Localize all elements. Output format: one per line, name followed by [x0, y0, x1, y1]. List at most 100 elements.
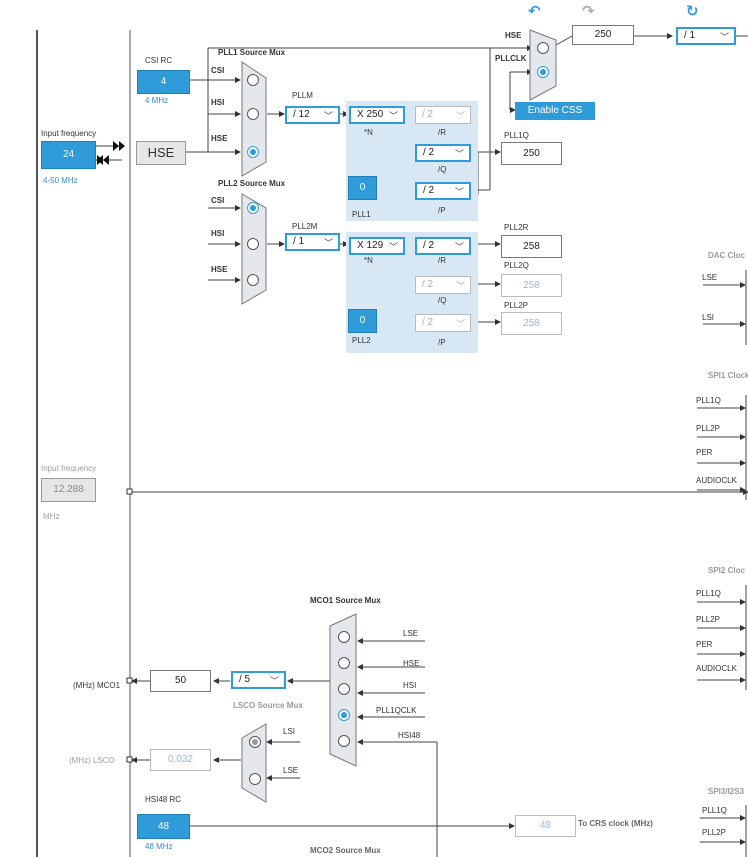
- pll2-r-value: / 2: [423, 240, 435, 251]
- undo-icon[interactable]: ↶: [528, 3, 541, 20]
- pll2-p-dropdown[interactable]: / 2﹀: [415, 314, 471, 332]
- spi1-item-pll1q: PLL1Q: [696, 396, 721, 405]
- pll2-r-label: /R: [438, 256, 446, 265]
- pll1-source-mux-title: PLL1 Source Mux: [218, 48, 286, 57]
- pllm-dropdown[interactable]: / 12 ﹀: [285, 106, 340, 124]
- pll2p-output-label: PLL2P: [504, 301, 529, 310]
- pll1q-output-label: PLL1Q: [504, 131, 529, 140]
- sysclk-divider-dropdown[interactable]: / 1 ﹀: [676, 27, 736, 45]
- spi2-item-audioclk: AUDIOCLK: [696, 664, 737, 673]
- hse-source-box[interactable]: HSE: [136, 141, 186, 165]
- lsco-output-value[interactable]: 0.032: [150, 749, 211, 771]
- pll1-mux-hse-label: HSE: [211, 134, 228, 143]
- pll2m-dropdown[interactable]: / 1﹀: [285, 233, 340, 251]
- pll2-q-dropdown[interactable]: / 2﹀: [415, 276, 471, 294]
- chevron-down-icon: ﹀: [454, 242, 464, 252]
- pll1-mux-csi-label: CSI: [211, 66, 225, 75]
- redo-icon[interactable]: ↷: [582, 3, 595, 20]
- pll1q-output-value[interactable]: 250: [501, 142, 562, 165]
- mco1-mux-hsi-label: HSI: [403, 681, 417, 690]
- chevron-down-icon: ﹀: [388, 242, 398, 252]
- pll1-p-dropdown[interactable]: / 2﹀: [415, 182, 471, 200]
- csi-rc-title: CSI RC: [145, 56, 173, 65]
- top-pllclk-label: PLLCLK: [495, 54, 527, 63]
- input-frequency-label: Input frequency: [41, 129, 97, 138]
- mco1-mux-pll1qclk-label: PLL1QCLK: [376, 706, 417, 715]
- pll1-q-value: / 2: [423, 147, 435, 158]
- spi2-item-pll2p: PLL2P: [696, 615, 721, 624]
- hsi48-rc-title: HSI48 RC: [145, 795, 182, 804]
- pllm-label: PLLM: [292, 91, 313, 100]
- csi-rc-value[interactable]: 4: [137, 70, 190, 94]
- dac-lsi-label: LSI: [702, 313, 715, 322]
- pll2q-output-label: PLL2Q: [504, 261, 529, 270]
- top-hse-label: HSE: [505, 31, 522, 40]
- dac-lse-label: LSE: [702, 273, 718, 282]
- lsco-source-mux-shape: [241, 723, 267, 803]
- crs-clock-value[interactable]: 48: [515, 815, 576, 837]
- chevron-down-icon: ﹀: [269, 676, 279, 686]
- sysclk-value[interactable]: 250: [572, 25, 634, 45]
- spi2-clock-title: SPI2 Cloc: [708, 566, 745, 575]
- chevron-down-icon: ﹀: [388, 111, 398, 121]
- input-frequency2-value[interactable]: 12.288: [41, 478, 96, 502]
- mco1-divider-dropdown[interactable]: / 5﹀: [231, 671, 286, 689]
- pll2-p-label: /P: [438, 338, 446, 347]
- input-frequency2-label: Input frequency: [41, 464, 97, 473]
- pll2-p-value: / 2: [422, 317, 434, 328]
- spi2-item-pll1q: PLL1Q: [696, 589, 721, 598]
- pll2p-output-value[interactable]: 258: [501, 312, 562, 335]
- spi1-clock-title: SPI1 Clock: [708, 371, 748, 380]
- mco1-output-label: (MHz) MCO1: [73, 681, 121, 690]
- pll2r-output-label: PLL2R: [504, 223, 529, 232]
- pll1-p-label: /P: [438, 206, 446, 215]
- mco1-mux-lse-label: LSE: [403, 629, 419, 638]
- pll2r-output-value[interactable]: 258: [501, 235, 562, 258]
- pll1-n-dropdown[interactable]: X 250﹀: [349, 106, 405, 124]
- pll2-name: PLL2: [352, 336, 371, 345]
- enable-css-button[interactable]: Enable CSS: [515, 102, 595, 120]
- pll2-q-label: /Q: [438, 296, 447, 305]
- lsco-mux-lse-label: LSE: [283, 766, 299, 775]
- lsco-source-mux-title: LSCO Source Mux: [233, 701, 303, 710]
- pll1-p-value: / 2: [423, 185, 435, 196]
- pll1-q-dropdown[interactable]: / 2 ﹀: [415, 144, 471, 162]
- crs-clock-label: To CRS clock (MHz): [578, 819, 653, 828]
- sysclk-divider-value: / 1: [684, 30, 696, 41]
- pll2q-output-value[interactable]: 258: [501, 274, 562, 297]
- pll2m-value: / 1: [293, 236, 305, 247]
- spi3-item-pll2p: PLL2P: [702, 828, 727, 837]
- pll2-source-mux-title: PLL2 Source Mux: [218, 179, 286, 188]
- input-frequency-range: 4-50 MHz: [43, 176, 78, 185]
- pll2-r-dropdown[interactable]: / 2 ﹀: [415, 237, 471, 255]
- pll2-n-dropdown[interactable]: X 129﹀: [349, 237, 405, 255]
- pll1-r-label: /R: [438, 128, 446, 137]
- mco1-source-mux-title: MCO1 Source Mux: [310, 596, 381, 605]
- chevron-down-icon: ﹀: [323, 111, 333, 121]
- chevron-down-icon: ﹀: [454, 149, 464, 159]
- pll1-q-label: /Q: [438, 165, 447, 174]
- pll2-q-value: / 2: [422, 279, 434, 290]
- chevron-down-icon: ﹀: [719, 32, 729, 42]
- pll1-r-dropdown[interactable]: / 2﹀: [415, 106, 471, 124]
- spi3-item-pll1q: PLL1Q: [702, 806, 727, 815]
- dac-clock-title: DAC Cloc: [708, 251, 745, 260]
- pll1-n-label: *N: [364, 128, 373, 137]
- pll1-fracn-value[interactable]: 0: [348, 176, 377, 200]
- refresh-icon[interactable]: ↻: [686, 3, 699, 20]
- input-frequency-value[interactable]: 24: [41, 141, 96, 169]
- spi3-clock-title: SPI3/I2S3: [708, 787, 745, 796]
- pll2m-label: PLL2M: [292, 222, 318, 231]
- chevron-down-icon: ﹀: [455, 111, 465, 121]
- pll2-fracn-value[interactable]: 0: [348, 309, 377, 333]
- lsco-mux-lsi-label: LSI: [283, 727, 296, 736]
- lsco-output-label: (MHz) LSCO: [69, 756, 115, 765]
- pllm-value: / 12: [293, 109, 310, 120]
- spi1-item-pll2p: PLL2P: [696, 424, 721, 433]
- mco1-output-value[interactable]: 50: [150, 670, 211, 692]
- pll2-mux-hsi-label: HSI: [211, 229, 225, 238]
- spi1-item-per: PER: [696, 448, 713, 457]
- input-frequency2-unit: MHz: [43, 512, 60, 521]
- hsi48-rc-value[interactable]: 48: [137, 814, 190, 839]
